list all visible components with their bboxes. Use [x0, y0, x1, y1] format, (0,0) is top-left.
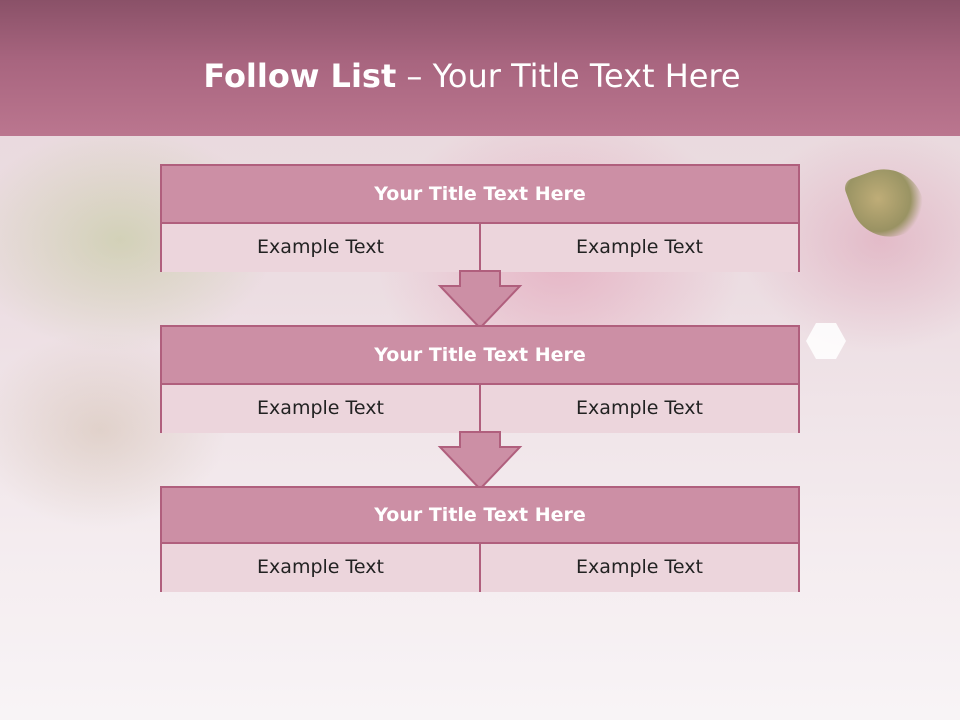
slide-title-bold: Follow List	[203, 57, 397, 95]
block-2-left-cell: Example Text	[162, 385, 479, 433]
background-leaf	[842, 158, 932, 248]
block-1-right-cell: Example Text	[479, 224, 798, 272]
block-3-title: Your Title Text Here	[162, 488, 798, 544]
block-2-right-cell: Example Text	[479, 385, 798, 433]
block-1-title: Your Title Text Here	[162, 166, 798, 224]
list-block-1: Your Title Text Here Example Text Exampl…	[160, 164, 800, 272]
background-hexagon	[806, 323, 846, 359]
block-1-row: Example Text Example Text	[162, 224, 798, 272]
block-3-right-cell: Example Text	[479, 544, 798, 592]
block-2-row: Example Text Example Text	[162, 385, 798, 433]
block-3-left-cell: Example Text	[162, 544, 479, 592]
list-block-2: Your Title Text Here Example Text Exampl…	[160, 325, 800, 433]
slide-header: Follow List – Your Title Text Here	[0, 0, 960, 136]
slide-title: Follow List – Your Title Text Here	[0, 54, 944, 98]
down-arrow-1-shape	[437, 270, 523, 330]
down-arrow-1	[437, 270, 523, 330]
block-3-row: Example Text Example Text	[162, 544, 798, 592]
down-arrow-2-shape	[437, 431, 523, 491]
block-2-title: Your Title Text Here	[162, 327, 798, 385]
slide-title-rest: – Your Title Text Here	[396, 57, 741, 95]
list-block-3: Your Title Text Here Example Text Exampl…	[160, 486, 800, 592]
down-arrow-2	[437, 431, 523, 491]
block-1-left-cell: Example Text	[162, 224, 479, 272]
